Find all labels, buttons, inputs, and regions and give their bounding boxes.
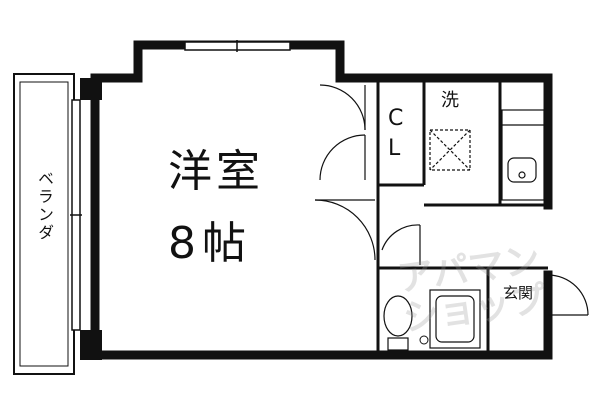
bathtub	[429, 289, 481, 349]
interior-walls	[376, 78, 548, 355]
veranda-label: ベランダ	[35, 170, 54, 242]
main-room-size: 8帖	[168, 218, 252, 269]
closet-label-c: C	[388, 106, 404, 131]
laundry-label: 洗	[441, 90, 459, 111]
bath-door	[381, 224, 421, 265]
main-room-label: 洋室	[168, 146, 264, 197]
veranda-inner-rail	[19, 81, 69, 367]
closet-label-l: L	[388, 136, 401, 161]
entrance-label: 玄関	[503, 284, 534, 302]
pillar-bottom-left	[80, 330, 102, 360]
closet-doors	[319, 84, 366, 181]
kitchen	[501, 109, 545, 201]
veranda-window	[70, 99, 82, 331]
pillar-top-left	[80, 78, 102, 100]
top-window	[184, 40, 291, 52]
toilet	[383, 295, 413, 351]
drain-icon	[419, 335, 429, 345]
entrance-door	[547, 274, 589, 316]
washer-spot	[429, 129, 471, 171]
room-door	[314, 199, 376, 261]
